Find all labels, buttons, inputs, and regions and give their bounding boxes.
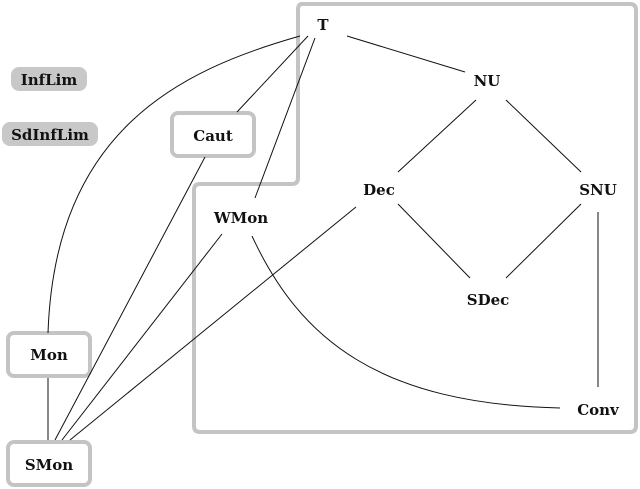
smon-frame [6,440,92,487]
edges [47,35,599,441]
group-frame-main [192,1,638,434]
node-t: T [317,16,329,34]
node-mon: Mon [30,346,68,364]
edge-nu-snu [505,99,582,173]
sdinflim-pill [2,122,98,146]
inflim-pill [11,67,87,91]
node-nu: NU [474,72,501,90]
node-smon: SMon [25,456,73,474]
nodes: T NU Dec SNU WMon SDec Conv InfLim SdInf… [11,16,620,474]
edge-dec-sdec [397,203,471,279]
node-inflim: InfLim [21,71,78,89]
node-caut: Caut [193,127,233,145]
caut-frame [170,111,256,158]
edge-snu-sdec [505,203,582,279]
node-snu: SNU [579,181,617,199]
node-conv: Conv [577,401,620,419]
edge-wmon-smon [61,233,223,441]
edge-nu-dec [397,99,477,173]
node-sdec: SDec [467,291,510,309]
edge-wmon-conv [251,235,561,409]
node-sdinflim: SdInfLim [11,126,89,144]
node-dec: Dec [363,181,395,199]
edge-t-wmon [254,37,316,199]
edge-t-caut [236,35,309,113]
edge-t-nu [346,35,466,73]
edge-dec-smon [69,206,357,441]
mon-frame [6,331,92,378]
edge-caut-smon [54,156,206,441]
node-wmon: WMon [213,209,268,227]
edge-t-mon [47,35,301,334]
